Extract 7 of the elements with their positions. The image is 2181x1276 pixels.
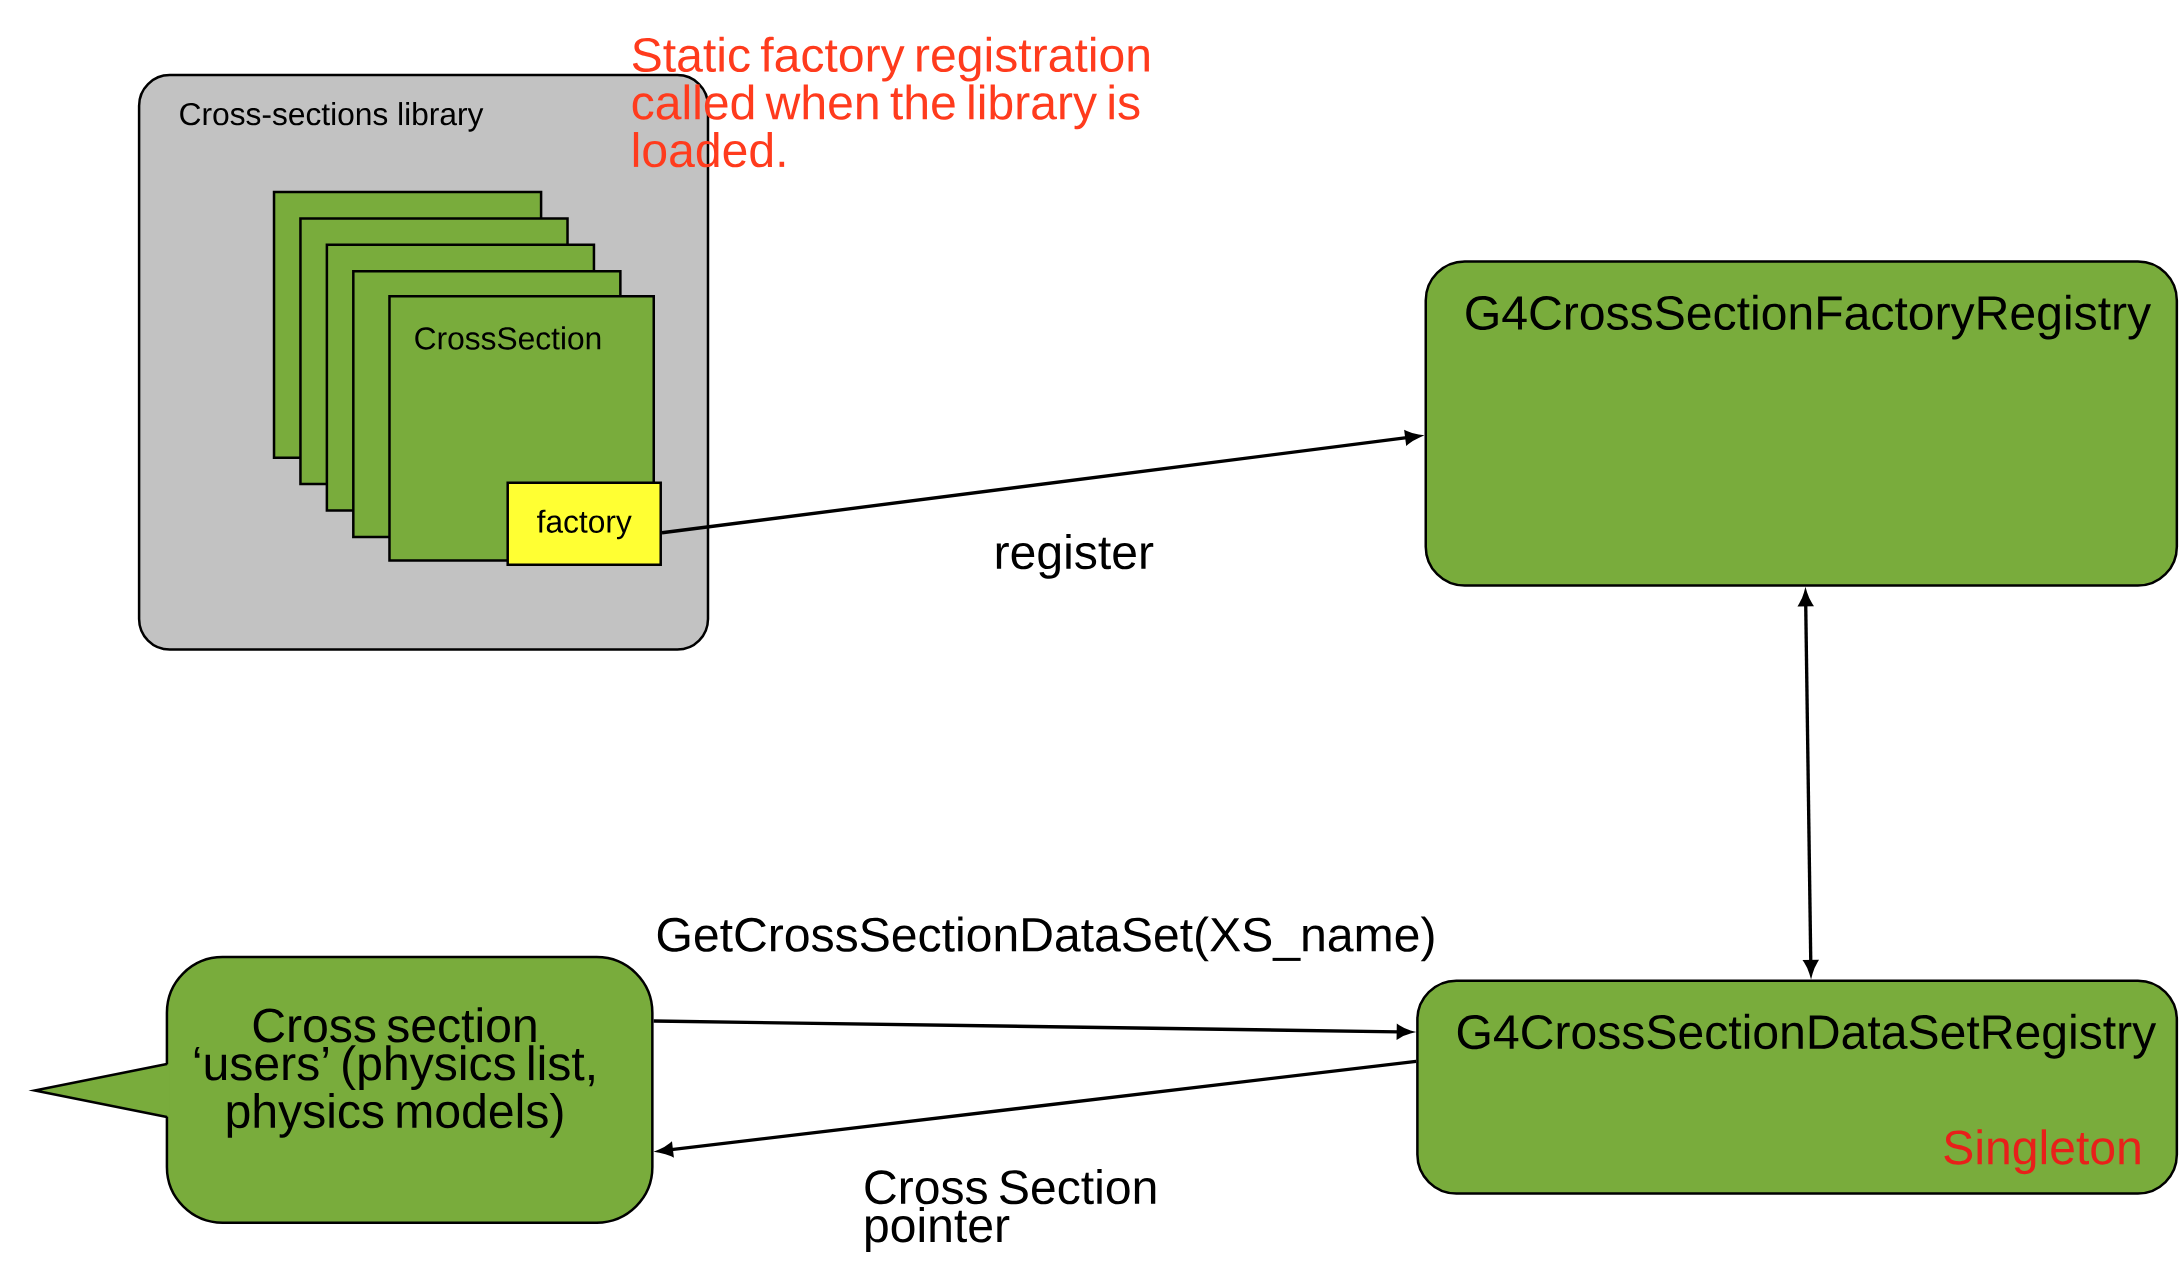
edge-label: Cross Section pointer xyxy=(860,1166,1186,1255)
registry-box: G4CrossSectionFactoryRegistry xyxy=(1424,260,2179,588)
callout-bubble: Cross section ‘users’ (physics list, physics models) xyxy=(28,956,654,1225)
edge-label: register xyxy=(990,531,1157,582)
edge-label: GetCrossSectionDataSet(XS_name) xyxy=(652,913,1440,965)
factory-box: factory xyxy=(506,481,662,567)
registry-box: G4CrossSectionDataSetRegistry Singleton xyxy=(1416,979,2179,1195)
